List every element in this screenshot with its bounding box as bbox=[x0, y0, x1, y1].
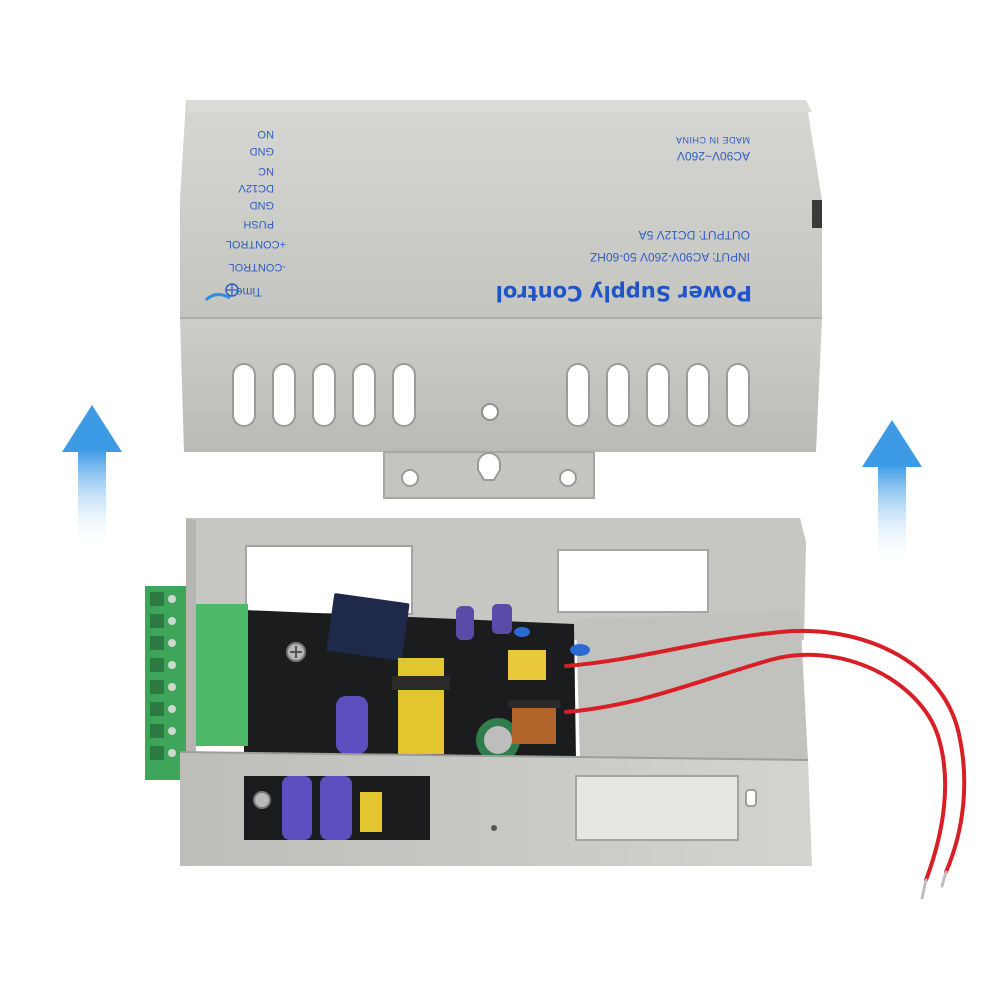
mounting-tab bbox=[383, 451, 595, 499]
terminal-label-plus-control: +CONTROL bbox=[226, 238, 286, 250]
terminal-label-gnd-1: GND bbox=[250, 145, 275, 157]
power-supply-control-title: Power Supply Control bbox=[496, 281, 752, 305]
output-spec-label: OUTPUT: DC12V 5A bbox=[639, 228, 750, 242]
ac-range-label: AC90V~260V bbox=[677, 149, 750, 163]
terminal-label-minus-control: -CONTROL bbox=[229, 261, 286, 273]
enclosure-lid: MADE IN CHINA AC90V~260V OUTPUT: DC12V 5… bbox=[180, 100, 822, 499]
wire-tips bbox=[920, 870, 948, 900]
vent-slots-right bbox=[566, 363, 750, 427]
made-in-china-label: MADE IN CHINA bbox=[675, 135, 750, 145]
vent-slots-left bbox=[232, 363, 416, 427]
terminal-label-no-1: NO bbox=[257, 128, 274, 140]
terminal-block bbox=[145, 586, 248, 780]
lid-print-right: MADE IN CHINA AC90V~260V OUTPUT: DC12V 5… bbox=[496, 135, 752, 305]
terminal-label-gnd-2: GND bbox=[250, 199, 275, 211]
enclosure-base bbox=[145, 518, 812, 866]
terminal-label-dc12v: DC12V bbox=[238, 182, 274, 194]
left-up-arrow-icon bbox=[62, 405, 122, 550]
lid-print-terminals: NO GND NC DC12V GND PUSH +CONTROL -CONTR… bbox=[226, 128, 286, 299]
terminal-label-push: PUSH bbox=[243, 218, 274, 230]
input-spec-label: INPUT: AC90V-260V 50-60HZ bbox=[590, 250, 750, 264]
terminal-label-nc: NC bbox=[258, 165, 274, 177]
brand-time-label: Time bbox=[235, 285, 262, 299]
time-logo-icon bbox=[204, 283, 239, 302]
right-up-arrow-icon bbox=[862, 420, 922, 565]
red-power-wires bbox=[564, 629, 967, 882]
